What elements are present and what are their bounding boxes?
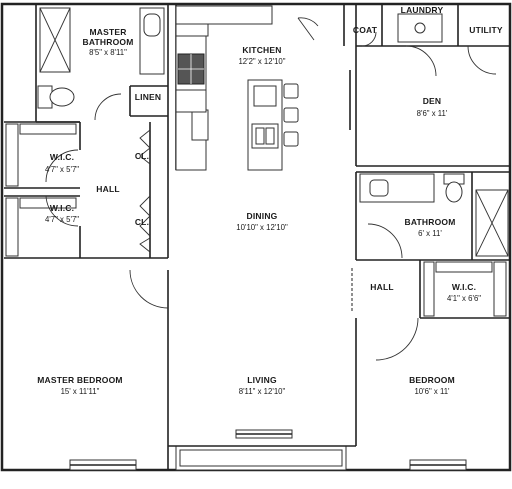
den-label: DEN [423,96,442,106]
bathtub-shower [475,189,509,257]
shower-stall [39,7,71,73]
master-bedroom-label: MASTER BEDROOM [37,375,122,385]
wic-3-label: W.I.C. [452,282,476,292]
entry-door [297,17,319,41]
closet-bifold-doors [139,129,151,253]
wic-3-dim: 4'1" x 6'6" [447,294,481,303]
kitchen-dim: 12'2" x 12'10" [238,57,285,66]
laundry-label: LAUNDRY [401,5,444,15]
bedroom-label: BEDROOM [409,375,455,385]
bedroom-dim: 10'6" x 11' [414,387,450,396]
washer-dryer [397,13,443,43]
bedroom-door-swing [375,317,419,361]
wic-2-dim: 4'7" x 5'7" [45,215,79,224]
bathroom-walls [355,171,510,261]
bathroom-dim: 6' x 11' [418,229,442,238]
master-vanity-counter [139,7,165,75]
wic-shelves [5,123,77,257]
master-bathroom-door-swing [94,93,122,121]
refrigerator [175,89,207,113]
living-dim: 8'11" x 12'10" [239,387,286,396]
master-bathroom-label-2: BATHROOM [82,37,133,47]
den-walls [349,70,510,167]
windows [69,429,467,471]
living-label: LIVING [247,375,277,385]
bar-stools [283,83,299,147]
wic-1-dim: 4'7" x 5'7" [45,165,79,174]
master-toilet [37,85,75,109]
kitchen-label: KITCHEN [242,45,281,55]
dining-dim: 10'10" x 12'10" [236,223,288,232]
bathroom-vanity [359,173,435,203]
closet-2-label: CL. [135,217,149,227]
master-bedroom-door-swing [129,269,169,309]
wic-2-label: W.I.C. [50,203,74,213]
bathroom-label: BATHROOM [404,217,455,227]
balcony [175,445,347,471]
wic-1-label: W.I.C. [50,152,74,162]
utility-label: UTILITY [469,25,503,35]
service-walls [343,4,510,166]
laundry-door-swing [405,45,437,77]
master-bathroom-dim: 8'5" x 8'11" [89,48,127,57]
wic-1-door-swing [45,149,79,183]
wic-3-shelves [423,261,507,317]
hall-right-label: HALL [370,282,393,292]
coat-door-swing [361,31,377,47]
right-hall-walls [355,260,510,446]
closet-1-label: CL. [135,151,149,161]
master-bedroom-dim: 15' x 11'11" [61,387,100,396]
hall-left-label: HALL [96,184,119,194]
utility-door-swing [467,45,497,75]
kitchen-counter-upper [175,5,273,37]
dining-label: DINING [247,211,278,221]
master-bathroom-label-1: MASTER [89,27,126,37]
bathroom-toilet [443,173,465,203]
kitchen-island [247,79,283,171]
wic-2-door-swing [45,195,79,227]
linen-label: LINEN [135,92,162,102]
bathroom-door-swing [367,223,403,259]
coat-label: COAT [353,25,378,35]
den-dim: 8'6" x 11' [417,109,448,118]
